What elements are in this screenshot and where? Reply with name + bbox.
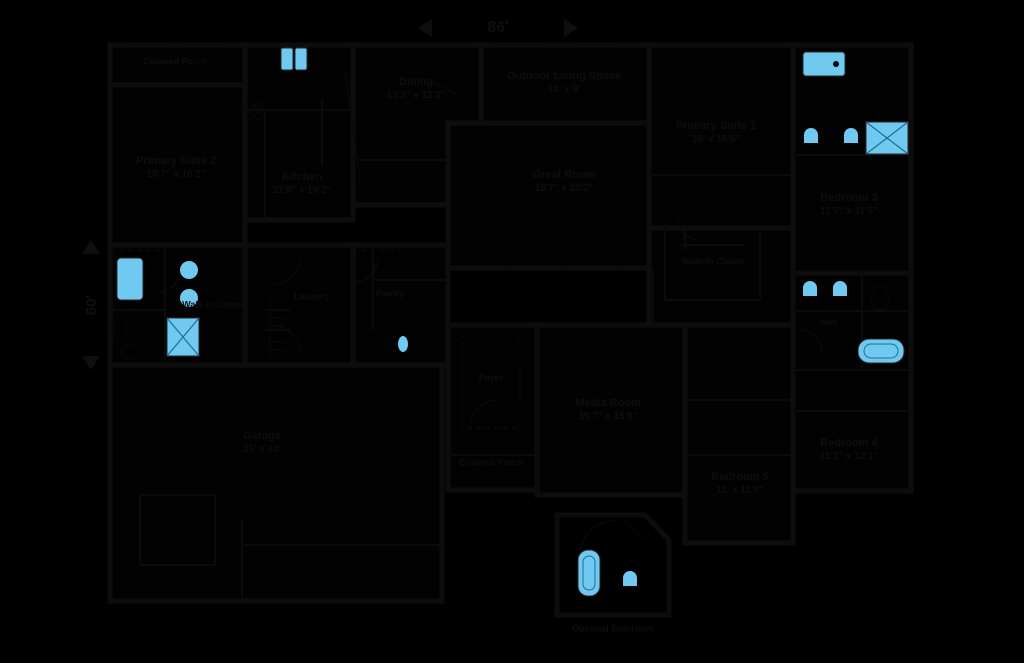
room-label-bath-right: Bath (821, 317, 838, 326)
room-label-optional-bathroom: Optional Bathroom (572, 623, 654, 634)
room-dimensions: 18' x 9' (547, 83, 581, 95)
exterior-walls (107, 42, 914, 618)
dimension-arrow-down-icon (82, 355, 100, 370)
room-dimensions: 11'2" x 12'1" (819, 450, 879, 462)
overall-depth-label: 60' (82, 294, 100, 316)
room-name: Covered Porch (142, 56, 208, 67)
room-dimensions: 15'7" x 16'2" (146, 168, 206, 180)
room-dimensions: 15' x 16'6" (691, 133, 741, 145)
room-dimensions: 15'7" x 16'5" (578, 410, 638, 422)
room-name: Kitchen (281, 170, 323, 183)
room-name: Pantry (375, 288, 405, 299)
room-name: Bedroom 4 (820, 436, 878, 449)
room-label-covered-porch-rear: Covered Porch (459, 457, 523, 468)
room-name: Bath (820, 317, 838, 327)
room-name: Bedroom 3 (820, 191, 878, 204)
room-dimensions: 11'7" x 11'5" (820, 205, 878, 217)
plumbing-and-bath-fixtures (111, 47, 909, 597)
room-name: Garage (243, 429, 281, 442)
dimension-arrow-right-icon (563, 19, 578, 37)
room-name: Primary Suite 1 (675, 119, 757, 132)
room-name: Optional Bathroom (572, 623, 654, 634)
window-marks (126, 44, 912, 602)
room-dimensions: 18'7" x 22'2" (534, 182, 594, 194)
room-dimensions: 11' x 11'6" (716, 484, 764, 496)
room-name: Walk-In Closet (682, 256, 744, 267)
overall-depth-dimension: 60' (78, 240, 104, 370)
room-dimensions: 11'9" x 19'2" (272, 184, 332, 196)
room-label-covered-porch-front: Covered Porch (143, 56, 207, 67)
room-dimensions: 13'3" x 12'2" (386, 89, 446, 101)
room-name: Media Room (575, 396, 641, 409)
room-label-laundry: Laundry (294, 291, 330, 302)
room-label-foyer: Foyer (479, 372, 504, 383)
room-name: Bedroom 5 (711, 470, 769, 483)
room-label-walk-in-closet-2: Walk-In Closet (182, 299, 244, 310)
overall-width-label: 86' (487, 19, 509, 36)
dimension-arrow-up-icon (82, 240, 100, 254)
room-name: Walk-In Closet (182, 299, 244, 310)
room-name: Primary Suite 2 (135, 154, 217, 167)
dimension-arrow-left-icon (418, 19, 432, 37)
room-label-walk-in-closet-1: Walk-In Closet (682, 256, 744, 267)
overall-width-dimension: 86' (418, 14, 578, 42)
room-name: Outdoor Living Space (506, 69, 622, 82)
room-name: Laundry (294, 291, 330, 302)
room-label-pantry: Pantry (376, 288, 404, 299)
room-name: Great Room (532, 168, 596, 181)
stair-and-roof-lines (344, 67, 786, 541)
room-name: Foyer (478, 372, 504, 383)
room-dimensions: 25' x 30' (242, 443, 282, 455)
room-name: Covered Porch (458, 457, 524, 468)
room-name: Dining (398, 75, 434, 88)
